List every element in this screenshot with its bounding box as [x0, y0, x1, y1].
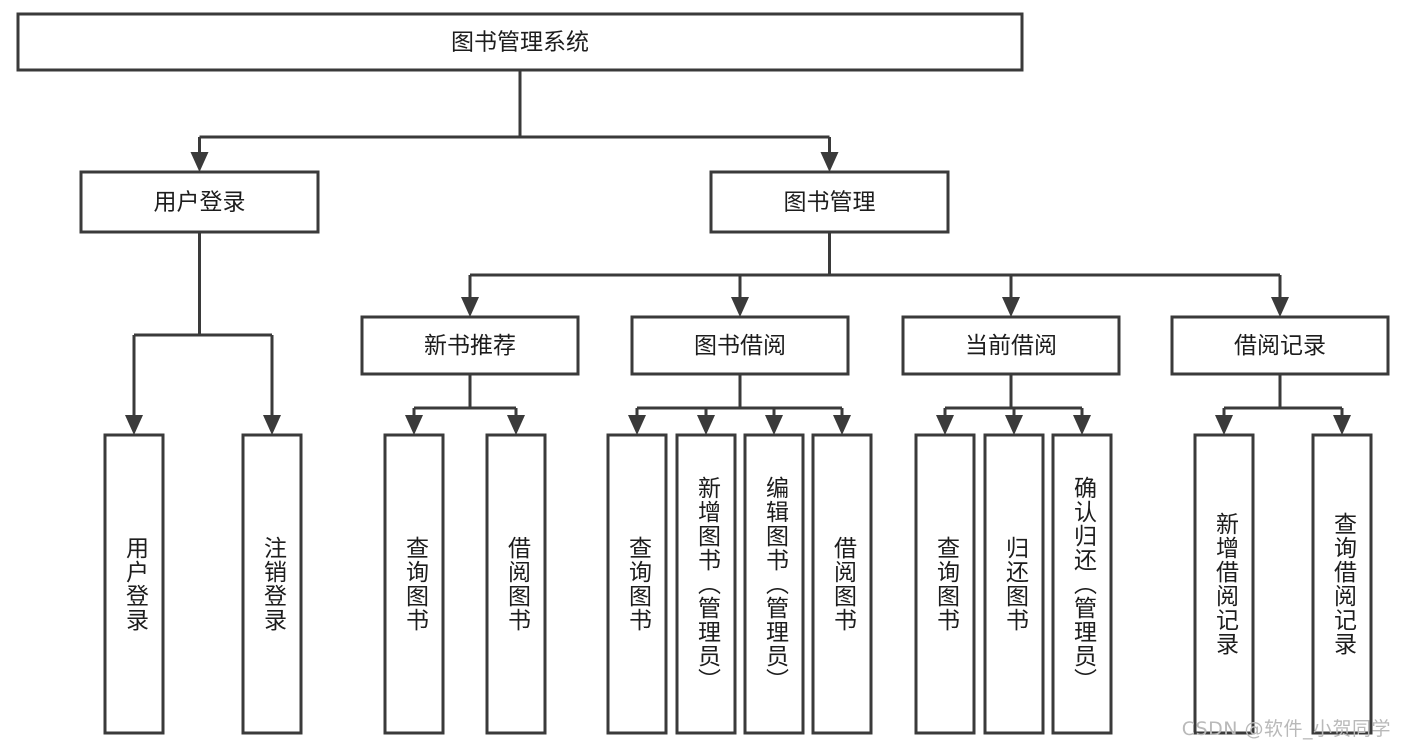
node-label-user-login: 用户登录 [154, 190, 246, 216]
node-box-leaf-logout[interactable] [241, 433, 303, 735]
node-box-leaf-edit-book[interactable] [743, 433, 805, 735]
node-box-current-borrow[interactable] [901, 315, 1121, 376]
arrow-head-icon-leaf-query-book-2 [628, 415, 646, 435]
node-box-leaf-borrow-book-1[interactable] [485, 433, 547, 735]
arrow-head-icon-leaf-borrow-book-1 [507, 415, 525, 435]
node-box-book-manage[interactable] [709, 170, 950, 234]
node-box-leaf-add-book[interactable] [675, 433, 737, 735]
arrow-head-icon-leaf-query-book-3 [936, 415, 954, 435]
node-box-book-borrow[interactable] [630, 315, 850, 376]
node-box-layer [16, 12, 1390, 735]
node-box-leaf-return-book[interactable] [983, 433, 1045, 735]
arrow-head-icon-leaf-query-book-1 [405, 415, 423, 435]
arrow-head-icon-user-login [190, 152, 209, 172]
node-box-root[interactable] [16, 12, 1024, 72]
arrow-head-icon-leaf-add-book [697, 415, 715, 435]
arrow-head-icon-leaf-return-book [1005, 415, 1023, 435]
node-label-book-manage: 图书管理 [784, 190, 876, 216]
arrow-head-icon-book-manage [820, 152, 839, 172]
arrow-head-icon-leaf-add-record [1215, 415, 1233, 435]
arrow-head-icon-leaf-edit-book [765, 415, 783, 435]
arrow-head-icon-book-borrow [731, 297, 749, 317]
node-label-book-borrow: 图书借阅 [694, 333, 786, 359]
node-label-current-borrow: 当前借阅 [965, 333, 1057, 359]
node-label-new-book-recommend: 新书推荐 [424, 333, 516, 359]
arrow-head-icon-leaf-logout [263, 415, 281, 435]
node-box-leaf-borrow-book-2[interactable] [811, 433, 873, 735]
node-box-leaf-query-book-1[interactable] [383, 433, 445, 735]
node-box-leaf-query-book-3[interactable] [914, 433, 976, 735]
arrow-head-icon-new-book-recommend [461, 297, 479, 317]
arrow-head-icon-leaf-query-record [1333, 415, 1351, 435]
node-box-new-book-recommend[interactable] [360, 315, 580, 376]
arrow-head-icon-leaf-confirm-return [1073, 415, 1091, 435]
node-box-leaf-query-record[interactable] [1311, 433, 1373, 735]
node-box-leaf-user-login[interactable] [103, 433, 165, 735]
arrow-head-icon-borrow-record [1271, 297, 1289, 317]
node-box-leaf-add-record[interactable] [1193, 433, 1255, 735]
arrow-head-icon-current-borrow [1002, 297, 1020, 317]
node-box-user-login[interactable] [79, 170, 320, 234]
node-box-leaf-confirm-return[interactable] [1051, 433, 1113, 735]
watermark-text: CSDN @软件_小贺同学 [1181, 718, 1391, 740]
node-box-leaf-query-book-2[interactable] [606, 433, 668, 735]
node-box-borrow-record[interactable] [1170, 315, 1390, 376]
node-label-root: 图书管理系统 [451, 30, 589, 56]
arrow-head-icon-leaf-borrow-book-2 [833, 415, 851, 435]
arrow-head-icon-leaf-user-login [125, 415, 143, 435]
node-label-borrow-record: 借阅记录 [1234, 333, 1326, 359]
connector-layer [125, 70, 1351, 435]
